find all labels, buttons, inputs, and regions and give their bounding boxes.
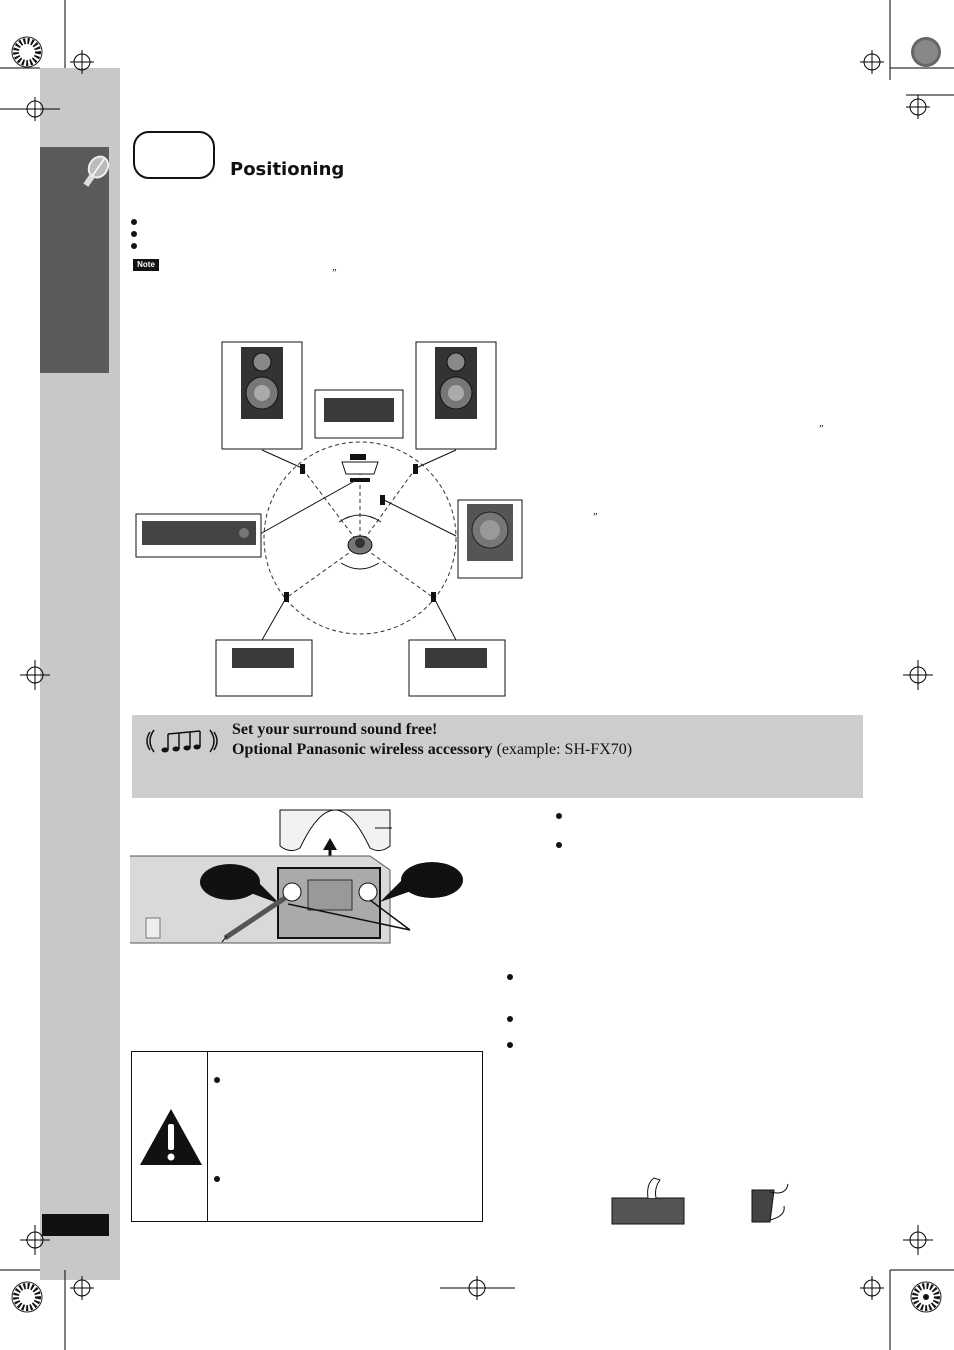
note-badge: Note: [133, 259, 159, 271]
banner-subtitle-main: Optional Panasonic wireless accessory: [232, 741, 493, 758]
page-number-tab: [42, 1214, 109, 1236]
banner-subtitle: Optional Panasonic wireless accessory (e…: [232, 741, 632, 759]
warning-triangle-icon: [140, 1109, 202, 1165]
section-title: Positioning: [230, 159, 345, 180]
bullet-point: [131, 243, 137, 249]
bullet-point: [214, 1077, 220, 1083]
bullet-point: [556, 813, 562, 819]
closing-quote: ”: [592, 512, 598, 523]
speaker-handling-illustration: [611, 1177, 789, 1225]
bullet-point: [214, 1176, 220, 1182]
sidebar-section-tab: [40, 147, 109, 373]
main-unit-icon: [135, 513, 262, 558]
closing-quote: ”: [331, 268, 337, 279]
bullet-point: [507, 1016, 513, 1022]
warning-divider: [207, 1051, 208, 1222]
music-notes-icon: [146, 729, 218, 753]
bullet-point: [507, 974, 513, 980]
speaker-placement-diagram: [135, 341, 523, 697]
bullet-point: [131, 219, 137, 225]
front-speaker-icon: [415, 341, 497, 450]
connection-plug-icon: [83, 155, 110, 187]
step-number-oval: [133, 131, 215, 179]
closing-quote: ”: [818, 424, 824, 435]
surround-speaker-icon: [215, 639, 313, 697]
banner-title: Set your surround sound free!: [232, 721, 438, 738]
center-speaker-icon: [314, 389, 404, 439]
surround-speaker-icon: [408, 639, 506, 697]
bullet-point: [556, 842, 562, 848]
banner-subtitle-example: (example: SH-FX70): [496, 741, 633, 758]
warning-box: [131, 1051, 483, 1222]
cover-removal-illustration: [130, 809, 463, 944]
front-speaker-icon: [221, 341, 303, 450]
bullet-point: [131, 231, 137, 237]
bullet-point: [507, 1042, 513, 1048]
subwoofer-icon: [457, 499, 523, 579]
listener-icon: [347, 535, 373, 555]
wireless-accessory-banner: [132, 715, 863, 798]
